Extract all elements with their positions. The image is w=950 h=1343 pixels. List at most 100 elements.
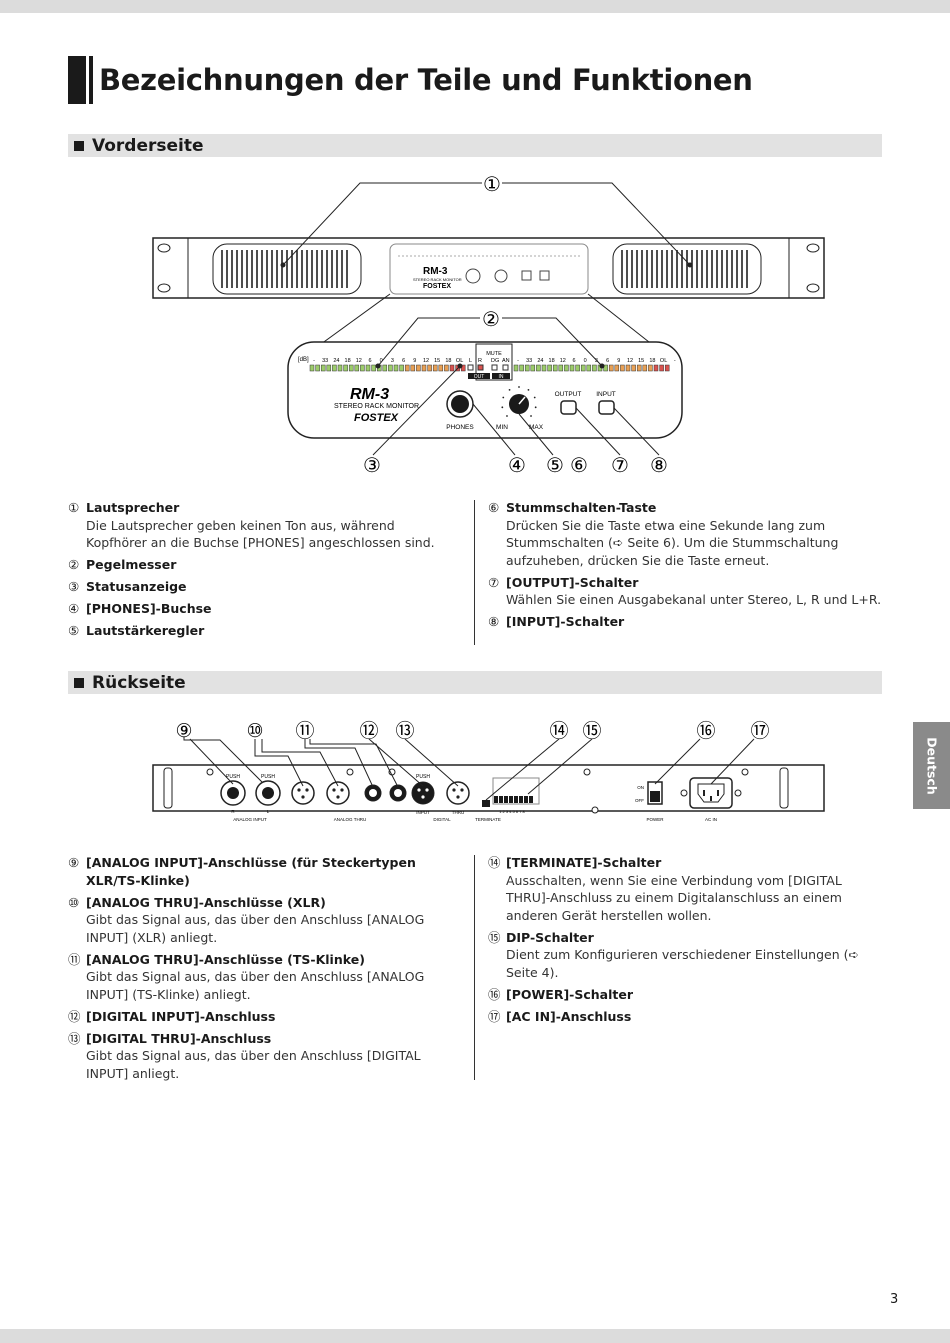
meter-led <box>444 364 449 372</box>
meter-led <box>620 364 625 372</box>
dip-switch-bank <box>494 796 533 803</box>
item-description: Gibt das Signal aus, das über den Anschl… <box>86 969 425 1002</box>
list-item: ⑯[POWER]-Schalter <box>488 986 888 1004</box>
out-indicator <box>468 373 490 379</box>
meter-led <box>625 364 631 372</box>
dip-switch-icon <box>499 796 503 803</box>
list-item: ⑩[ANALOG THRU]-Anschlüsse (XLR) Gibt das… <box>68 894 458 947</box>
out-label: OUT <box>474 374 485 380</box>
meter-scale-label: OL <box>456 358 463 364</box>
subtitle-label: STEREO RACK MONITOR <box>334 403 419 410</box>
leader-10b <box>261 739 339 787</box>
knob-dot <box>527 388 530 391</box>
small-volume-knob-icon <box>494 269 508 283</box>
section-front-heading: Vorderseite <box>92 135 204 156</box>
meter-scale-label: 3 <box>391 358 394 364</box>
leader-15 <box>527 738 593 795</box>
item-title: [DIGITAL THRU]-Anschluss <box>86 1030 272 1046</box>
item-number: ① <box>68 500 80 515</box>
mute-label-an: AN <box>502 358 510 364</box>
push-label: PUSH <box>416 774 430 780</box>
meter-led <box>608 364 614 372</box>
callout-13: ⑬ <box>395 720 414 742</box>
item-title: [ANALOG INPUT]-Anschlüsse (für Steckerty… <box>86 855 416 888</box>
input-button-icon <box>598 400 615 415</box>
meter-led <box>320 364 326 372</box>
meter-led <box>631 364 636 372</box>
meter-scale-label: 12 <box>627 358 633 364</box>
page-title: Bezeichnungen der Teile und Funktionen <box>99 63 753 97</box>
leader-3 <box>372 365 461 456</box>
item-number: ③ <box>68 579 80 594</box>
leader-dot <box>457 363 463 369</box>
language-tab[interactable]: Deutsch <box>913 722 950 809</box>
leader-1a <box>282 182 482 266</box>
item-title: [AC IN]-Anschluss <box>506 1008 632 1024</box>
leader-7 <box>575 407 621 456</box>
terminate-switch-icon <box>482 800 490 807</box>
meter-led <box>410 364 416 372</box>
dip-switch-icon <box>519 796 523 803</box>
xlr-pin-icon <box>340 788 344 792</box>
power-label: POWER <box>646 817 664 822</box>
meter-scale-label: 18 <box>649 358 655 364</box>
meter-led <box>399 364 404 372</box>
meter-led <box>603 364 608 372</box>
leader-11a <box>304 739 374 788</box>
meter-led <box>636 364 642 372</box>
xlr-pin-icon <box>305 788 309 792</box>
mute-label-l: L <box>469 358 472 364</box>
xlr-pin-icon <box>460 788 464 792</box>
item-number: ④ <box>68 601 80 616</box>
xlr-pin-icon <box>301 795 305 799</box>
mute-label-dg: DG <box>491 358 499 364</box>
section-rear-heading: Rückseite <box>92 672 186 693</box>
callout-5: ⑤ <box>546 455 564 477</box>
meter-scale-label: 15 <box>434 358 440 364</box>
small-subtitle-label: STEREO RACK MONITOR <box>413 277 462 282</box>
knob-dot <box>518 386 520 388</box>
meter-led <box>438 364 444 372</box>
status-led-an <box>502 364 509 371</box>
square-bullet-icon <box>74 677 84 688</box>
item-title: [TERMINATE]-Schalter <box>506 855 662 870</box>
output-button-icon <box>560 400 577 415</box>
power-rocker-icon <box>650 791 660 802</box>
meter-led <box>659 364 664 372</box>
meter-led <box>348 364 354 372</box>
mute-label: MUTE <box>486 351 502 357</box>
small-brand-label: FOSTEX <box>423 283 451 290</box>
meter-led <box>586 364 592 372</box>
small-phones-jack-icon <box>465 268 481 284</box>
meter-scale-label: 33 <box>322 358 328 364</box>
item-number: ⑩ <box>68 894 80 910</box>
meter-led <box>648 364 653 372</box>
item-number: ⑯ <box>488 986 501 1002</box>
ac-pin-icon <box>703 790 705 796</box>
meter-scale-label: 0 <box>584 358 587 364</box>
meter-scale-label: 3 <box>595 358 598 364</box>
knob-dot <box>534 406 537 409</box>
output-label: OUTPUT <box>555 391 582 398</box>
meter-led <box>360 364 365 372</box>
rear-screws <box>206 768 749 814</box>
analog-thru-l-xlr-icon <box>326 781 350 805</box>
knob-dot <box>530 415 532 417</box>
meter-led <box>592 364 597 372</box>
dip-switch-icon <box>529 796 533 803</box>
meter-led <box>580 364 586 372</box>
meter-led <box>343 364 348 372</box>
meter-led <box>421 364 427 372</box>
ts-hole-icon <box>369 789 377 797</box>
ac-pin-icon <box>717 790 719 796</box>
knob-dot <box>506 415 508 417</box>
combo-center-icon <box>227 787 239 799</box>
item-number: ⑦ <box>488 574 500 590</box>
item-number: ⑫ <box>68 1008 81 1024</box>
item-title: Lautsprecher <box>86 500 180 515</box>
xlr-pin-icon <box>332 788 336 792</box>
knob-dot <box>502 396 505 399</box>
